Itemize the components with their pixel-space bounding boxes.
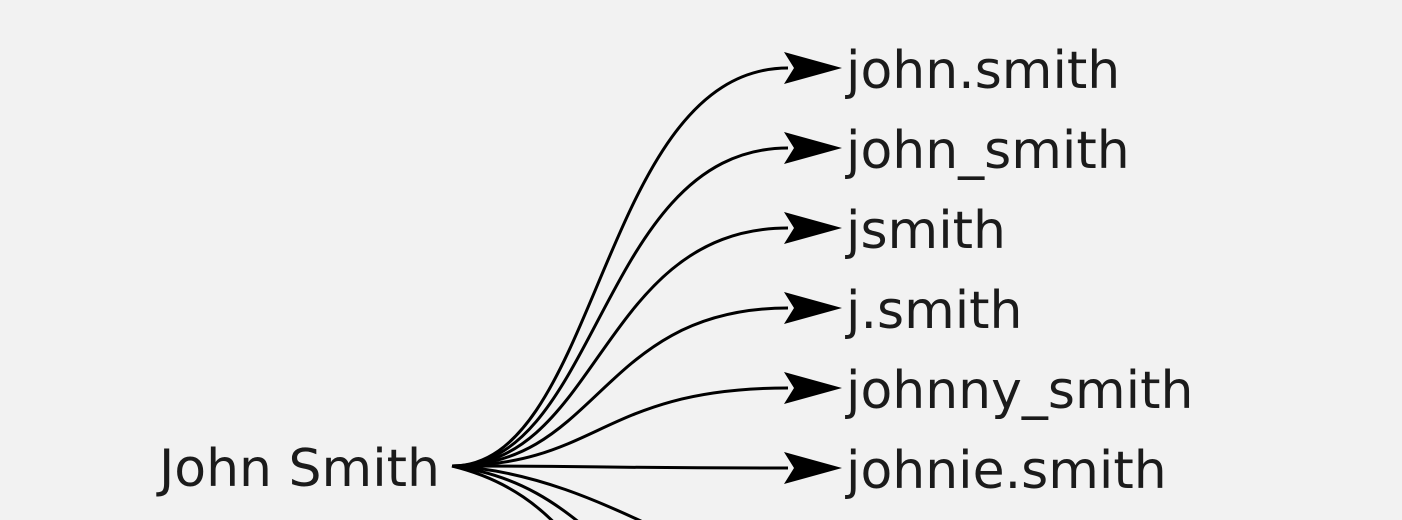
target-node-label: johnie.smith [845, 441, 1167, 501]
edge-3 [451, 226, 789, 468]
edge-offscreen-2 [451, 464, 579, 520]
edge-6 [451, 464, 789, 470]
target-node-label: jsmith [845, 201, 1006, 261]
edge-5 [451, 386, 789, 468]
arrowhead-6 [784, 452, 842, 484]
edge-2 [451, 146, 789, 468]
arrowhead-3 [784, 212, 842, 244]
target-node-label: john_smith [845, 121, 1130, 181]
arrowhead-5 [784, 372, 842, 404]
target-node-label: johnny_smith [845, 361, 1193, 421]
source-node-label: John Smith [156, 439, 440, 499]
edge-offscreen-1 [451, 464, 643, 520]
target-node-label: john.smith [845, 41, 1120, 101]
arrowhead-1 [784, 52, 842, 84]
arrowhead-4 [784, 292, 842, 324]
edge-4 [451, 306, 789, 468]
arrowhead-2 [784, 132, 842, 164]
edges-group [451, 52, 842, 520]
edge-1 [451, 66, 789, 468]
edge-offscreen-3 [451, 464, 554, 520]
target-node-label: j.smith [845, 281, 1023, 341]
